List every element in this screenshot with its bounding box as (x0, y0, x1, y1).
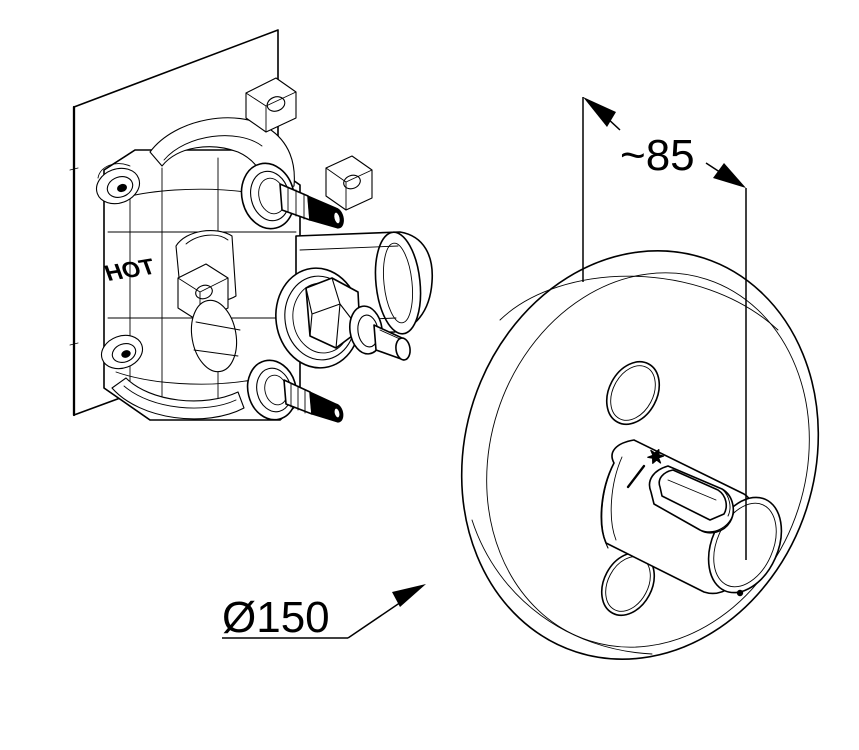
valve-body-assembly: HOT (69, 29, 434, 423)
mounting-boss-mid-right (325, 155, 373, 211)
dimension-depth: ~85 (582, 97, 747, 560)
dim-leader-diameter (347, 599, 405, 639)
upper-port (240, 162, 344, 230)
trim-plate-assembly (460, 250, 820, 660)
arrowhead-right (713, 163, 746, 188)
button-upper (605, 360, 661, 426)
temp-icon (647, 449, 665, 464)
lever-handle (648, 465, 735, 534)
control-knob (600, 439, 783, 597)
hex-nut-assembly (275, 267, 411, 369)
button-lower (600, 551, 656, 617)
dimension-label-depth: ~85 (620, 131, 695, 180)
mounting-boss-top-left (95, 163, 141, 205)
knob-tick-mark (626, 464, 646, 489)
arrowhead-diameter (392, 584, 426, 607)
arrowhead-left (583, 97, 616, 127)
mounting-boss-top-right (245, 77, 297, 133)
secondary-barrel (190, 299, 241, 373)
dimension-diameter: Ø150 (222, 584, 426, 642)
lower-port (246, 359, 344, 423)
mounting-boss-bottom-left (100, 334, 144, 370)
dimension-label-diameter: Ø150 (222, 593, 330, 642)
